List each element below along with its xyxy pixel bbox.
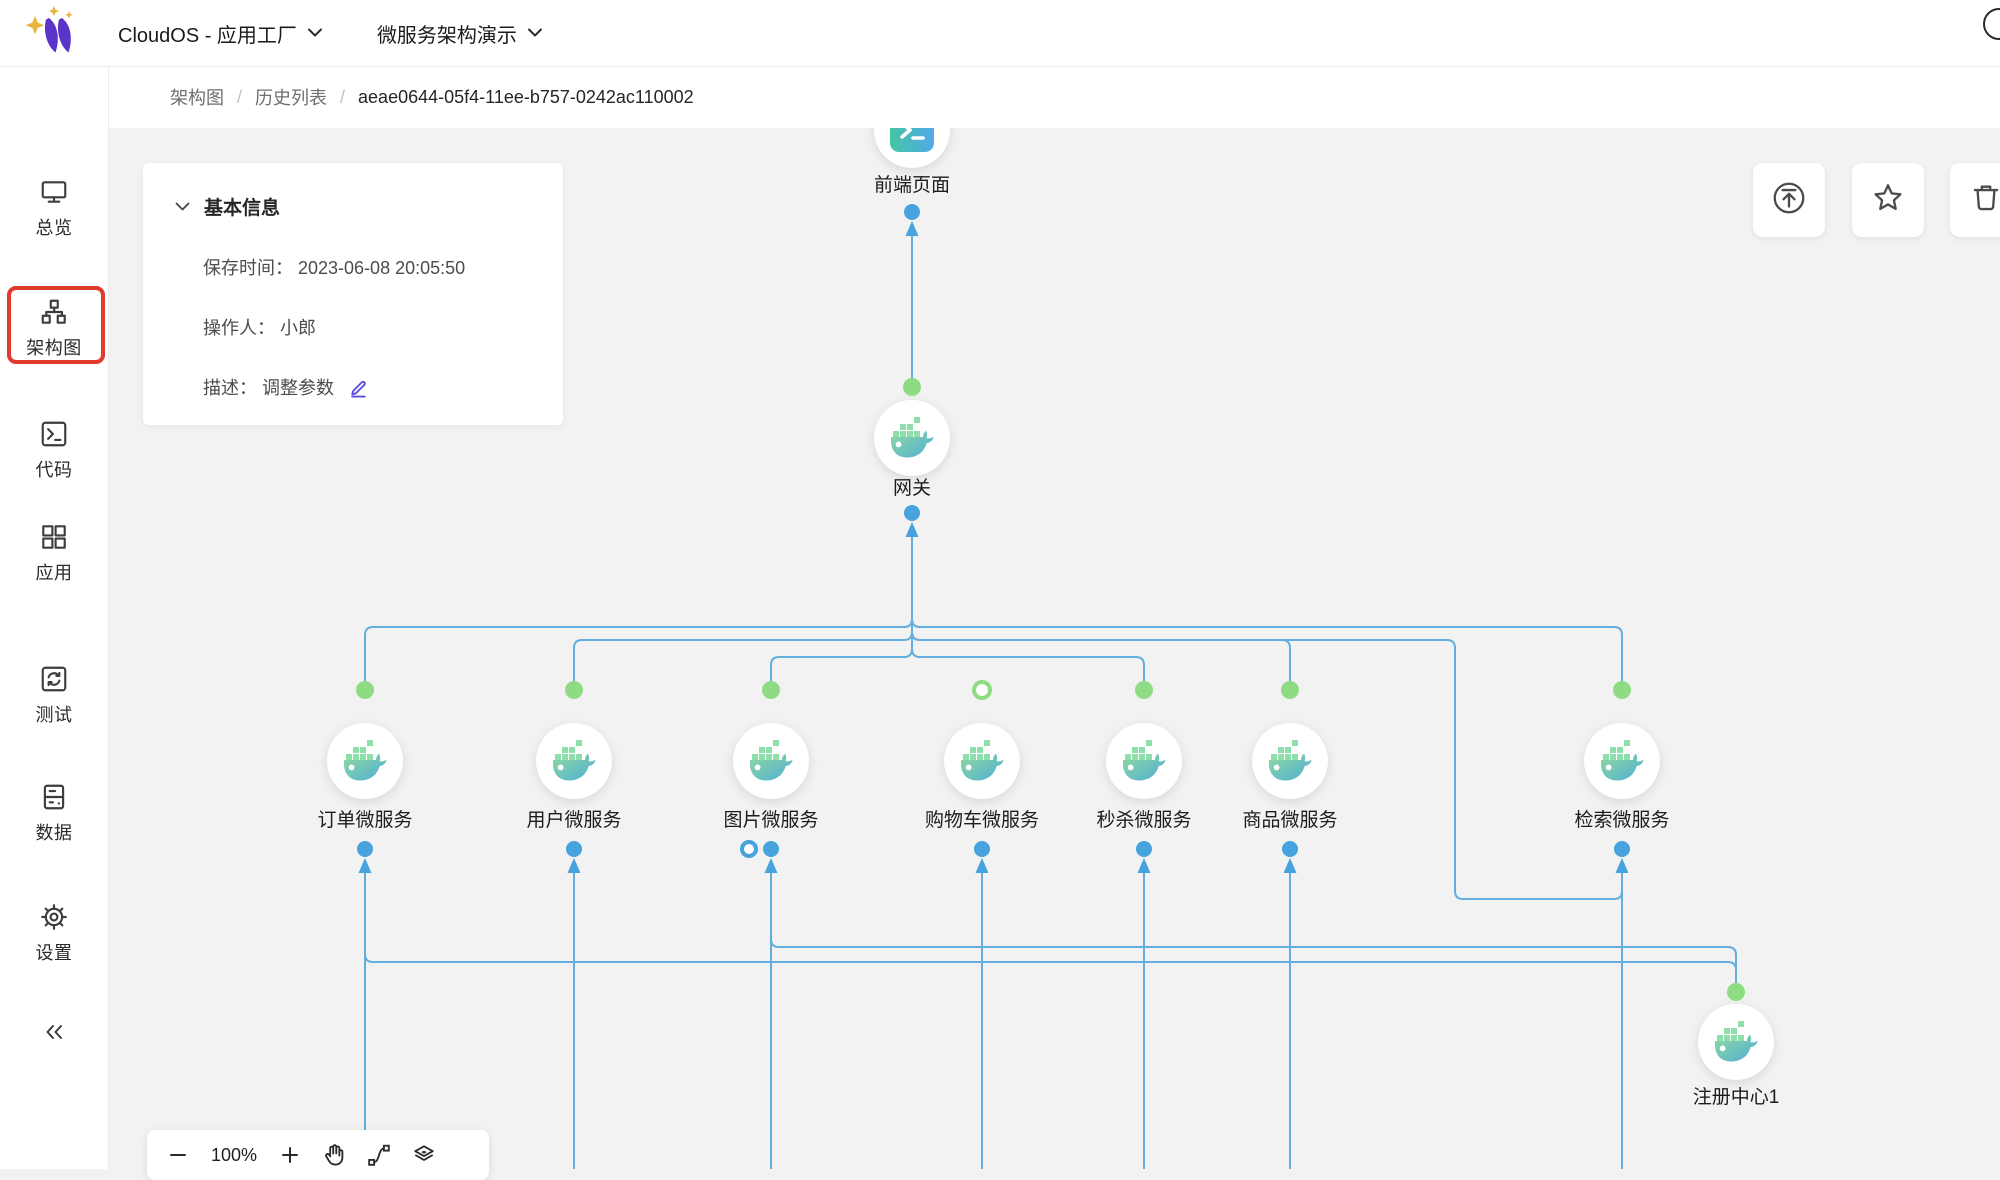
- chevron-down-icon: [307, 28, 323, 38]
- sidebar-item-label: 代码: [35, 460, 73, 480]
- node-label: 网关: [893, 477, 931, 499]
- project-switcher[interactable]: 微服务架构演示: [377, 19, 543, 48]
- sidebar-item-label: 数据: [35, 823, 73, 843]
- code-icon: [39, 419, 69, 449]
- info-row-描述: 描述： 调整参数: [203, 374, 563, 400]
- node-label: 订单微服务: [317, 809, 412, 831]
- sidebar-item-test[interactable]: 测试: [0, 664, 108, 727]
- breadcrumb-separator: /: [340, 86, 346, 107]
- trash-icon: [1967, 179, 2000, 222]
- upload-circle-icon: [1770, 179, 1808, 222]
- graph-edges: [364, 229, 1737, 1169]
- sidebar-collapse-button[interactable]: [0, 1018, 108, 1046]
- graph-node-image[interactable]: 图片微服务: [723, 723, 819, 831]
- node-label: 注册中心1: [1693, 1086, 1780, 1108]
- sidebar-item-label: 应用: [35, 563, 73, 583]
- monitor-icon: [39, 177, 69, 207]
- project-title: 微服务架构演示: [376, 24, 517, 47]
- node-label: 前端页面: [874, 174, 950, 196]
- edit-description-button[interactable]: [348, 377, 369, 398]
- graph-node-seckill[interactable]: 秒杀微服务: [1096, 723, 1192, 831]
- breadcrumb-separator: /: [237, 86, 243, 107]
- graph-node-frontend[interactable]: 前端页面: [874, 128, 950, 196]
- publish-button[interactable]: [1753, 163, 1825, 237]
- graph-ports: [356, 204, 1745, 1001]
- fit-connection-button[interactable]: [367, 1143, 391, 1167]
- cloudos-logo-icon: [25, 6, 73, 53]
- app-title: CloudOS - 应用工厂: [118, 24, 297, 47]
- node-label: 图片微服务: [723, 809, 818, 831]
- favorite-button[interactable]: [1852, 163, 1924, 237]
- node-label: 购物车微服务: [925, 809, 1039, 831]
- info-row-text: 保存时间： 2023-06-08 20:05:50: [203, 258, 466, 278]
- node-label: 用户微服务: [526, 809, 621, 831]
- zoom-in-button[interactable]: [279, 1144, 301, 1166]
- info-row-text: 描述： 调整参数: [203, 378, 335, 398]
- breadcrumb: 架构图 / 历史列表 / aeae0644-05f4-11ee-b757-0242ac1…: [108, 66, 2000, 128]
- star-icon: [1869, 179, 1907, 222]
- data-icon: [39, 782, 69, 812]
- panel-title: 基本信息: [204, 198, 281, 219]
- topbar: CloudOS - 应用工厂 微服务架构演示: [0, 0, 2000, 67]
- sidebar-item-apps[interactable]: 应用: [0, 522, 108, 585]
- sidebar-item-label: 测试: [35, 705, 73, 725]
- info-row-保存时间: 保存时间： 2023-06-08 20:05:50: [203, 254, 563, 280]
- info-row-text: 操作人： 小郎: [203, 318, 317, 338]
- sidebar-item-label: 设置: [35, 943, 73, 963]
- zoom-toolbar: 100%: [147, 1130, 489, 1180]
- gear-icon: [39, 902, 69, 932]
- graph-node-registry[interactable]: 注册中心1: [1693, 1004, 1780, 1108]
- apps-icon: [39, 522, 69, 552]
- zoom-level: 100%: [210, 1144, 258, 1165]
- sidebar: 总览架构图代码应用测试数据设置: [0, 66, 109, 1169]
- sidebar-item-settings[interactable]: 设置: [0, 902, 108, 965]
- sidebar-item-code[interactable]: 代码: [0, 419, 108, 482]
- layers-button[interactable]: [412, 1143, 436, 1167]
- zoom-out-button[interactable]: [167, 1144, 189, 1166]
- collapse-chevron-icon[interactable]: [175, 202, 190, 212]
- node-label: 检索微服务: [1574, 809, 1669, 831]
- graph-node-goods[interactable]: 商品微服务: [1242, 723, 1338, 831]
- user-avatar-partial[interactable]: [1983, 8, 2000, 40]
- sidebar-item-architecture[interactable]: 架构图: [0, 297, 108, 360]
- graph-edge-arrows: [358, 221, 1629, 873]
- chevron-down-icon: [527, 28, 543, 38]
- sidebar-item-overview[interactable]: 总览: [0, 177, 108, 240]
- sidebar-item-data[interactable]: 数据: [0, 782, 108, 845]
- graph-node-order[interactable]: 订单微服务: [317, 723, 413, 831]
- info-row-操作人: 操作人： 小郎: [203, 314, 563, 340]
- graph-node-user[interactable]: 用户微服务: [526, 723, 622, 831]
- graph-node-cart[interactable]: 购物车微服务: [925, 723, 1039, 831]
- app-switcher[interactable]: CloudOS - 应用工厂: [118, 19, 323, 48]
- node-label: 商品微服务: [1242, 809, 1337, 831]
- breadcrumb-item: aeae0644-05f4-11ee-b757-0242ac110002: [358, 86, 694, 107]
- graph-node-search[interactable]: 检索微服务: [1574, 723, 1670, 831]
- node-label: 秒杀微服务: [1096, 809, 1191, 831]
- sidebar-item-label: 总览: [35, 218, 73, 238]
- test-icon: [39, 664, 69, 694]
- breadcrumb-item[interactable]: 架构图: [170, 88, 224, 108]
- breadcrumb-item[interactable]: 历史列表: [255, 88, 328, 108]
- delete-button[interactable]: [1950, 163, 2000, 237]
- arch-icon: [39, 297, 69, 327]
- pan-hand-button[interactable]: [322, 1143, 346, 1167]
- sidebar-item-label: 架构图: [26, 338, 82, 358]
- basic-info-panel: 基本信息 保存时间： 2023-06-08 20:05:50 操作人： 小郎描述：…: [143, 163, 563, 425]
- graph-node-gateway[interactable]: 网关: [874, 400, 950, 499]
